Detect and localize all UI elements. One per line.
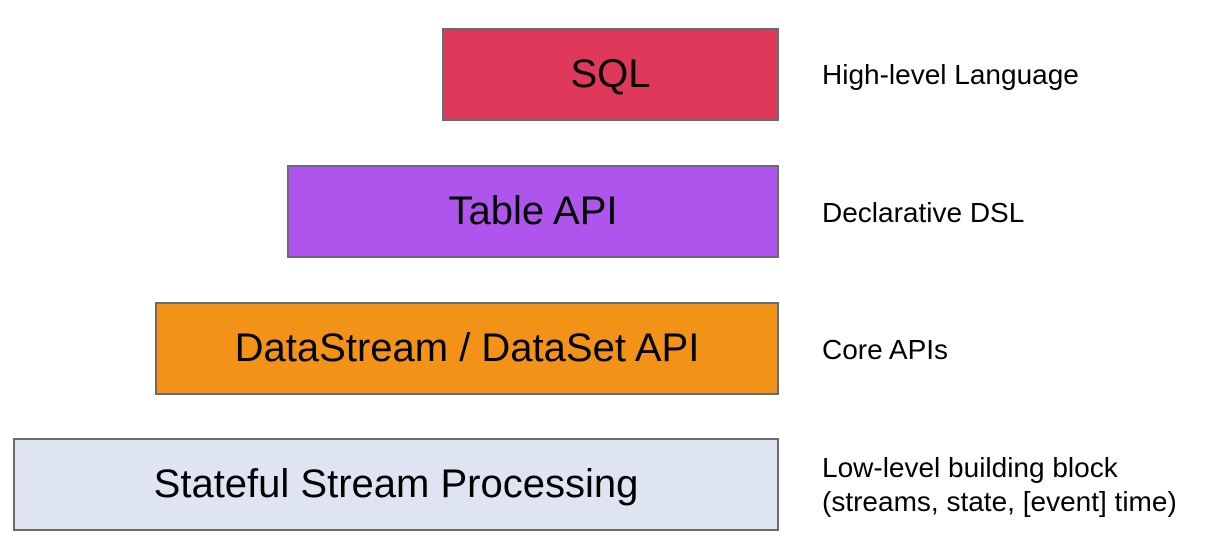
layer-description-sql: High-level Language xyxy=(822,58,1079,92)
layer-description-line: Core APIs xyxy=(822,334,949,365)
layer-label-stateful-stream-processing: Stateful Stream Processing xyxy=(153,462,639,506)
layer-box-table-api: Table API xyxy=(287,165,779,258)
layer-description-stateful-stream-processing: Low-level building block (streams, state… xyxy=(822,451,1177,519)
layer-description-line: Low-level building block xyxy=(822,452,1118,483)
layer-box-sql: SQL xyxy=(442,28,779,121)
layer-description-line: Declarative DSL xyxy=(822,197,1025,228)
layer-description-table-api: Declarative DSL xyxy=(822,196,1024,230)
layer-label-sql: SQL xyxy=(570,52,651,96)
layer-label-table-api: Table API xyxy=(448,189,618,233)
layer-description-line: (streams, state, [event] time) xyxy=(822,486,1177,517)
layer-box-datastream-api: DataStream / DataSet API xyxy=(155,302,779,395)
layer-box-stateful-stream-processing: Stateful Stream Processing xyxy=(13,438,779,531)
layer-label-datastream-api: DataStream / DataSet API xyxy=(234,326,700,370)
layer-description-datastream-api: Core APIs xyxy=(822,333,948,367)
layer-description-line: High-level Language xyxy=(822,59,1079,90)
